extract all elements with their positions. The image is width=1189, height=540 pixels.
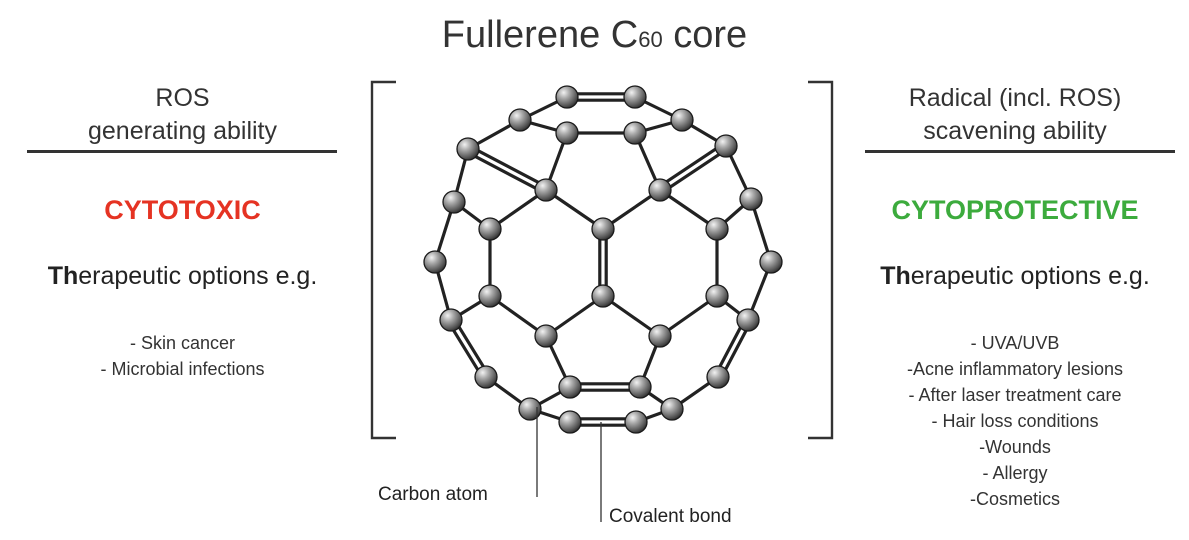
carbon-atoms bbox=[423, 85, 783, 434]
right-therapeutic-rest: erapeutic options e.g. bbox=[910, 262, 1150, 290]
left-bracket bbox=[370, 80, 396, 440]
list-item: -Acne inflammatory lesions bbox=[906, 359, 1124, 379]
right-options-list: - UVA/UVB -Acne inflammatory lesions - A… bbox=[855, 330, 1175, 512]
covalent-bond-label: Covalent bond bbox=[609, 506, 732, 527]
list-item: -Wounds bbox=[979, 437, 1051, 457]
carbon-atom bbox=[670, 108, 694, 132]
list-item: -Cosmetics bbox=[969, 489, 1060, 509]
carbon-atom-label: Carbon atom bbox=[378, 484, 488, 505]
right-heading-line2: scavening ability bbox=[923, 117, 1107, 145]
carbon-atom bbox=[591, 217, 615, 241]
double-bond bbox=[467, 144, 550, 189]
right-heading: Radical (incl. ROS) scavening ability bbox=[855, 82, 1175, 148]
carbon-atom bbox=[534, 178, 558, 202]
title-main: Fullerene C bbox=[441, 14, 639, 56]
carbon-atom bbox=[705, 217, 729, 241]
right-therapeutic-heading: Therapeutic options e.g. bbox=[855, 262, 1175, 291]
carbon-atom bbox=[439, 308, 463, 332]
carbon-atom bbox=[558, 375, 582, 399]
title-subscript: 60 bbox=[638, 27, 663, 52]
carbon-atom bbox=[423, 250, 447, 274]
carbon-atom bbox=[474, 365, 498, 389]
carbon-atom bbox=[518, 397, 542, 421]
carbon-atom bbox=[660, 397, 684, 421]
carbon-atom bbox=[628, 375, 652, 399]
carbon-atom bbox=[623, 85, 647, 109]
carbon-atom bbox=[623, 121, 647, 145]
left-heading-line2: generating ability bbox=[87, 117, 277, 145]
carbon-atom bbox=[759, 250, 783, 274]
left-therapeutic-rest: erapeutic options e.g. bbox=[78, 262, 318, 290]
carbon-atom bbox=[478, 284, 502, 308]
carbon-atom bbox=[739, 187, 763, 211]
carbon-atom bbox=[624, 410, 648, 434]
title-tail: core bbox=[662, 14, 748, 56]
carbon-atom bbox=[555, 121, 579, 145]
carbon-atom bbox=[555, 85, 579, 109]
right-effect: CYTOPROTECTIVE bbox=[891, 195, 1139, 225]
carbon-atom bbox=[714, 134, 738, 158]
list-item: - UVA/UVB bbox=[970, 333, 1060, 353]
carbon-atom bbox=[705, 284, 729, 308]
list-item: - Allergy bbox=[982, 463, 1048, 483]
right-heading-line1: Radical (incl. ROS) bbox=[908, 84, 1122, 112]
carbon-atom bbox=[648, 324, 672, 348]
left-effect: CYTOTOXIC bbox=[104, 195, 261, 225]
left-options-list: - Skin cancer - Microbial infections bbox=[15, 330, 350, 382]
double-bond bbox=[464, 150, 547, 195]
carbon-atom bbox=[534, 324, 558, 348]
list-item: - Hair loss conditions bbox=[931, 411, 1099, 431]
right-therapeutic-lead: Th bbox=[880, 262, 911, 290]
list-item: - After laser treatment care bbox=[908, 385, 1122, 405]
carbon-atom bbox=[442, 190, 466, 214]
carbon-atom bbox=[478, 217, 502, 241]
left-heading-line1: ROS bbox=[155, 84, 210, 112]
left-therapeutic-lead: Th bbox=[47, 262, 79, 290]
list-item: - Skin cancer bbox=[129, 333, 236, 353]
diagram-title: Fullerene C60 core bbox=[0, 14, 1189, 57]
carbon-atom bbox=[456, 137, 480, 161]
carbon-atom bbox=[648, 178, 672, 202]
carbon-atom bbox=[591, 284, 615, 308]
left-divider bbox=[27, 150, 337, 153]
right-bracket bbox=[808, 80, 834, 440]
double-bond bbox=[656, 141, 726, 189]
list-item: - Microbial infections bbox=[100, 359, 265, 379]
left-heading: ROS generating ability bbox=[15, 82, 350, 148]
double-bond bbox=[660, 147, 730, 195]
carbon-atom bbox=[558, 410, 582, 434]
carbon-atom bbox=[706, 365, 730, 389]
carbon-atom bbox=[736, 308, 760, 332]
right-divider bbox=[865, 150, 1175, 153]
carbon-atom bbox=[508, 108, 532, 132]
left-therapeutic-heading: Therapeutic options e.g. bbox=[15, 262, 350, 291]
